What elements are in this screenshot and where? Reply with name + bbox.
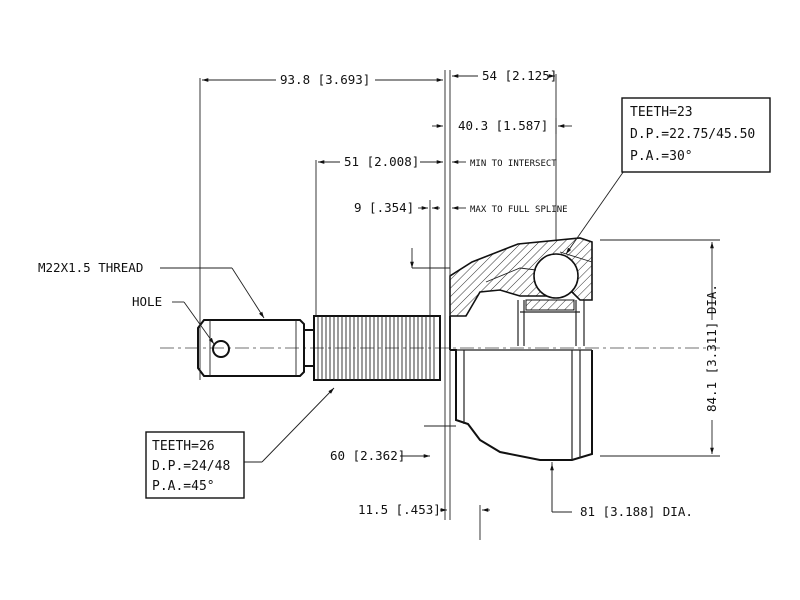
hole-circle	[212, 340, 230, 358]
ball	[533, 253, 579, 299]
dim-shoulder: 9 [.354]	[354, 200, 414, 215]
dim-stem-length: 51 [2.008]	[344, 154, 419, 169]
dim-overall-length: 93.8 [3.693]	[280, 72, 370, 87]
stem-splines	[317, 316, 435, 380]
shaft	[197, 315, 441, 381]
note-min-intersect: MIN TO INTERSECT	[470, 159, 557, 169]
spec-stem-pa: P.A.=45°	[152, 479, 215, 494]
dim-inner-spline: 40.3 [1.587]	[458, 118, 548, 133]
spec-outer-teeth: TEETH=23	[630, 105, 693, 120]
label-hole: HOLE	[132, 294, 162, 309]
dim-outer-diameter: 81 [3.188] DIA.	[580, 504, 693, 519]
spec-outer-dp: D.P.=22.75/45.50	[630, 127, 755, 142]
outer-housing	[449, 237, 593, 461]
dim-outer-length: 54 [2.125]	[482, 68, 557, 83]
dimension-lines	[199, 70, 720, 540]
spec-stem-teeth: TEETH=26	[152, 439, 215, 454]
leaders	[160, 167, 627, 463]
spec-outer-pa: P.A.=30°	[630, 149, 693, 164]
spec-box-stem	[145, 431, 245, 499]
spec-stem-dp: D.P.=24/48	[152, 459, 230, 474]
dim-step: 11.5 [.453]	[358, 502, 441, 517]
spec-box-outer	[621, 97, 771, 173]
dim-body-diameter: 84.1 [3.311] DIA.	[704, 284, 719, 412]
dim-seal-diameter: 60 [2.362]	[330, 448, 405, 463]
label-thread: M22X1.5 THREAD	[38, 260, 143, 275]
note-max-spline: MAX TO FULL SPLINE	[470, 205, 568, 215]
